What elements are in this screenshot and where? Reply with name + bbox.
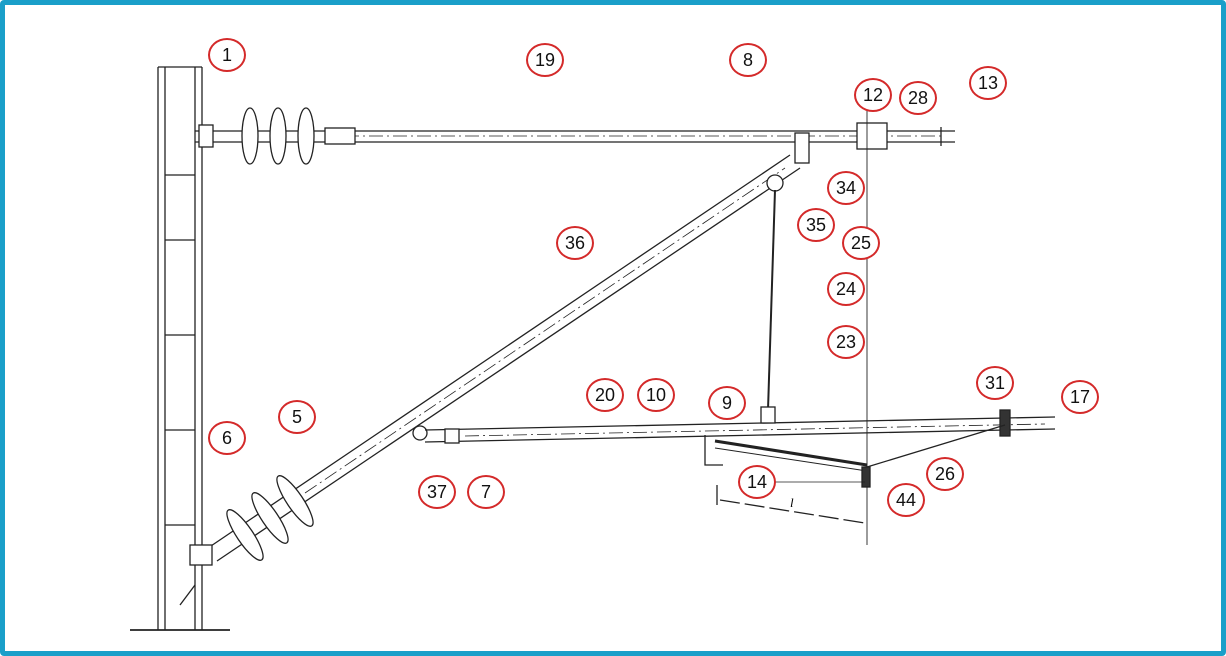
dimension-label: l [790,495,794,510]
mast [130,66,230,631]
top-tube [195,107,955,165]
callout-10: 10 [637,378,675,412]
callout-5: 5 [278,400,316,434]
callout-8: 8 [729,43,767,77]
callout-17: 17 [1061,380,1099,414]
callout-31: 31 [976,366,1014,400]
callout-23: 23 [827,325,865,359]
callout-9: 9 [708,386,746,420]
callout-6: 6 [208,421,246,455]
callout-12: 12 [854,78,892,112]
diagonal-strut [189,154,801,566]
lower-arm [424,409,1056,444]
callout-1: 1 [208,38,246,72]
callout-24: 24 [827,272,865,306]
callout-44: 44 [887,483,925,517]
callout-25: 25 [842,226,880,260]
callout-20: 20 [586,378,624,412]
callout-14: 14 [738,465,776,499]
callout-7: 7 [467,475,505,509]
callout-26: 26 [926,457,964,491]
callout-35: 35 [797,208,835,242]
callout-19: 19 [526,43,564,77]
hanger-and-registration [704,105,1006,545]
callout-28: 28 [899,81,937,115]
callout-36: 36 [556,226,594,260]
callout-34: 34 [827,171,865,205]
callout-13: 13 [969,66,1007,100]
cantilever-drawing [130,66,1056,631]
callout-37: 37 [418,475,456,509]
